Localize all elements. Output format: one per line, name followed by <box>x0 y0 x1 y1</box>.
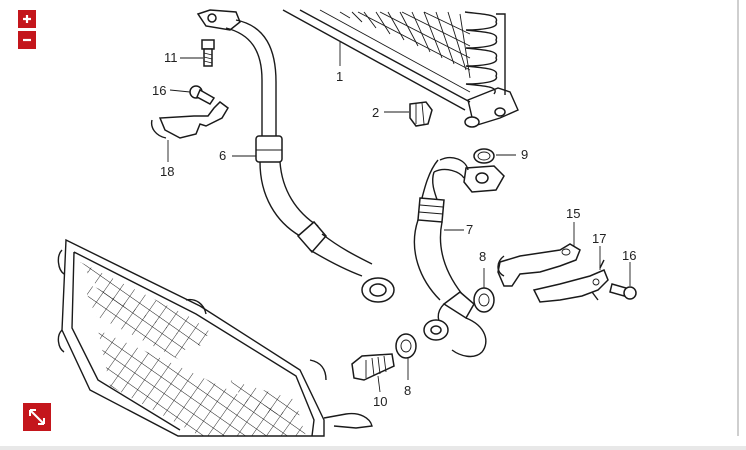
o-ring-part-9 <box>473 148 516 164</box>
zoom-out-button[interactable] <box>18 31 36 49</box>
callout-11: 11 <box>164 50 178 65</box>
callout-17: 17 <box>592 231 606 246</box>
callout-7: 7 <box>466 222 473 237</box>
bracket-part-17 <box>532 246 609 303</box>
radiator-guard <box>57 238 373 437</box>
callout-16-right: 16 <box>622 248 636 263</box>
callout-10: 10 <box>373 394 387 409</box>
fullscreen-button[interactable] <box>23 403 51 431</box>
oil-cooler <box>282 9 519 128</box>
washer-part-8-lower <box>395 333 417 380</box>
bolt-part-16-left <box>169 85 216 105</box>
oil-hose-part-6 <box>196 9 395 303</box>
callout-1: 1 <box>336 69 343 84</box>
bolt-part-11 <box>180 39 215 67</box>
zoom-in-button[interactable] <box>18 10 36 28</box>
bolt-part-16-right <box>609 262 637 300</box>
callout-16-left: 16 <box>152 83 166 98</box>
clip-part-2 <box>384 101 433 127</box>
callout-18: 18 <box>160 164 174 179</box>
banjo-bolt-part-10 <box>351 353 395 393</box>
frame-bottom-edge <box>0 446 746 450</box>
frame-right-edge <box>737 0 739 436</box>
callout-2: 2 <box>372 105 379 120</box>
oil-hose-part-7 <box>413 156 505 358</box>
callout-6: 6 <box>219 148 226 163</box>
minus-icon <box>23 38 31 42</box>
callout-8-lower: 8 <box>404 383 411 398</box>
bracket-part-15 <box>497 222 581 287</box>
plus-icon <box>23 15 31 23</box>
expand-arrows-icon <box>29 409 45 425</box>
callout-15: 15 <box>566 206 580 221</box>
callout-8-upper: 8 <box>479 249 486 264</box>
washer-part-8-right <box>473 268 495 313</box>
bracket-part-18 <box>150 101 229 162</box>
callout-9: 9 <box>521 147 528 162</box>
